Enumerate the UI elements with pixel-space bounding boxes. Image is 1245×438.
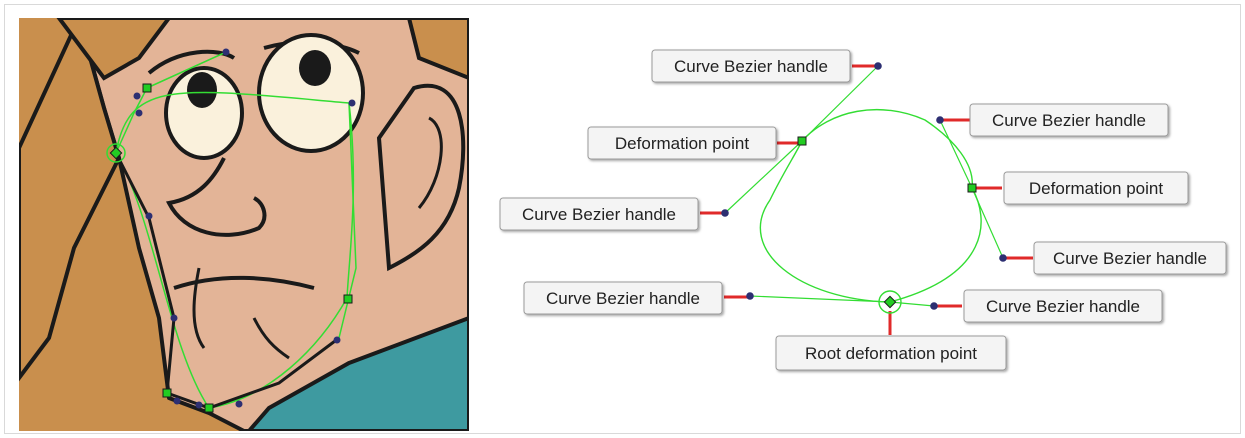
hair-bang-top (56, 18, 172, 81)
deformation-point-icon (967, 183, 977, 193)
deformation-point-icon (797, 136, 807, 146)
root-deformation-point-icon (878, 290, 902, 314)
curve-bezier-handle-icon (721, 209, 729, 217)
label-curve-bezier-handle-bottom-left: Curve Bezier handle (523, 281, 723, 315)
cartoon-face-illustration (19, 18, 469, 431)
curve-bezier-handle-icon (930, 302, 938, 310)
deformation-curve (759, 108, 982, 303)
bezier-handle-icons (721, 62, 1007, 310)
hair-strand-right (406, 18, 469, 81)
label-text: Curve Bezier handle (522, 205, 676, 224)
curve-bezier-handle-icon (936, 116, 944, 124)
label-curve-bezier-handle-bottom-right: Curve Bezier handle (963, 289, 1163, 323)
label-text: Curve Bezier handle (986, 297, 1140, 316)
label-root-deformation-point: Root deformation point (775, 335, 1007, 371)
deformation-rig-overlay (106, 48, 357, 413)
label-text: Curve Bezier handle (1053, 249, 1207, 268)
label-curve-bezier-handle-mid-left: Curve Bezier handle (499, 197, 699, 231)
label-text: Deformation point (1029, 179, 1163, 198)
bezier-handle-lines (724, 65, 1004, 307)
label-text: Curve Bezier handle (992, 111, 1146, 130)
shirt (246, 315, 469, 431)
eye-right (257, 33, 365, 153)
curve-bezier-handle-icon (874, 62, 882, 70)
mouth (173, 275, 315, 290)
eye-left (164, 66, 244, 160)
label-curve-bezier-handle-top-right: Curve Bezier handle (969, 103, 1169, 137)
chin-line (252, 317, 290, 360)
label-deformation-point-left: Deformation point (587, 126, 777, 160)
label-deformation-point-right: Deformation point (1003, 171, 1189, 205)
eyebrow-left (147, 49, 236, 75)
label-text: Root deformation point (805, 344, 977, 363)
ear-inner (417, 116, 443, 209)
cheek-line (192, 267, 206, 349)
curve-bezier-handle-icon (999, 254, 1007, 262)
label-curve-bezier-handle-top-left: Curve Bezier handle (651, 49, 851, 83)
label-text: Curve Bezier handle (674, 57, 828, 76)
ear (376, 83, 466, 272)
pupil-left (187, 72, 217, 108)
leader-lines (700, 64, 1033, 335)
label-text: Deformation point (615, 134, 749, 153)
nose (165, 157, 267, 237)
curve-bezier-handle-icon (746, 292, 754, 300)
label-curve-bezier-handle-right: Curve Bezier handle (1033, 241, 1227, 275)
deformation-diagram: Curve Bezier handle Deformation point Cu… (499, 49, 1227, 371)
label-text: Curve Bezier handle (546, 289, 700, 308)
figure-frame (4, 4, 1241, 434)
pupil-right (299, 50, 331, 86)
